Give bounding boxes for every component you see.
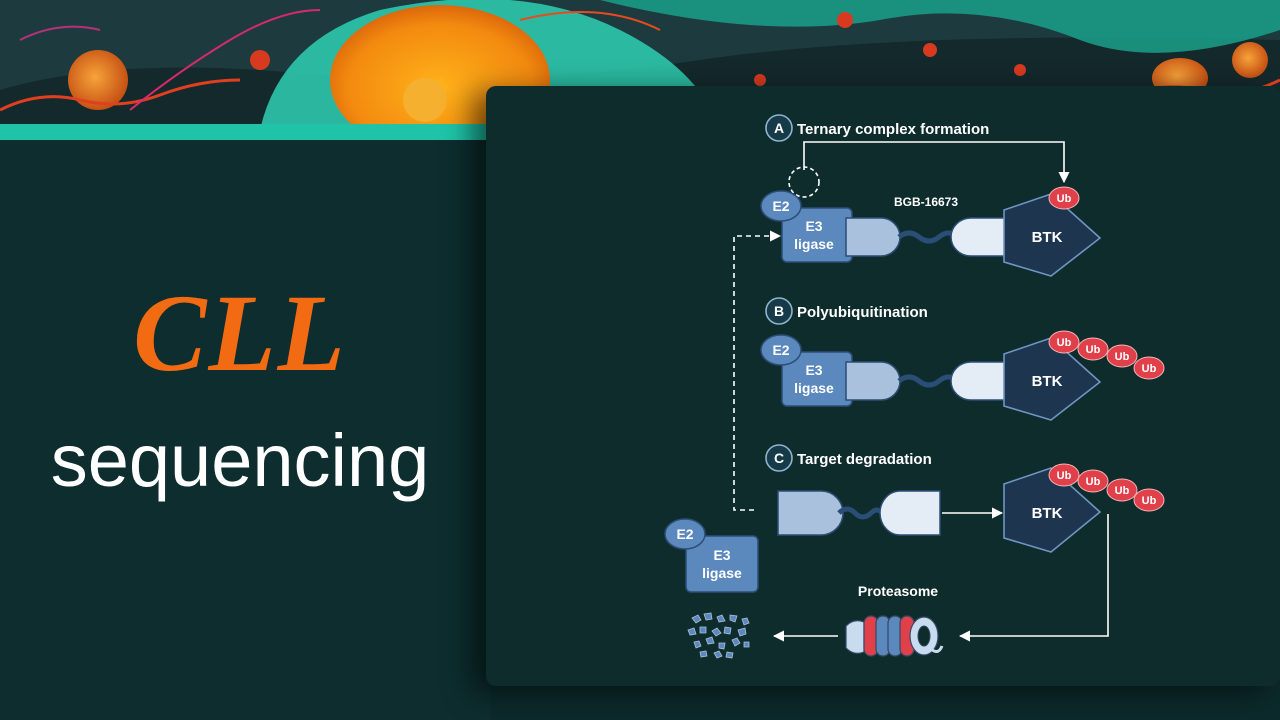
proteasome-icon [845,615,944,657]
step-c: C Target degradation [765,444,932,472]
e2-shape [760,334,802,366]
ubiquitin-tag [1106,344,1138,368]
btk-binding-ligand [879,490,941,536]
complex-a: E3 ligase E2 BGB-16673 BTK Ub [760,186,1102,277]
step-c-title: Target degradation [797,451,932,468]
released-e3-ligase: E3 ligase E2 [664,518,759,593]
step-b-badge [765,297,793,325]
degrader-linker [897,374,958,388]
to-proteasome-arrow [958,514,1109,642]
proteasome-label: Proteasome [858,583,938,599]
ub-label: Ub [1057,193,1072,205]
ubiquitin-tag [1048,186,1080,210]
e3-label-line1: E3 [713,547,730,563]
step-b-letter: B [774,303,784,319]
btk-binding-ligand [950,217,1007,257]
btk-protein [1003,337,1102,421]
e3-label-line2: ligase [794,380,834,396]
page-title: CLL [133,272,347,394]
degrader-linker [897,230,958,244]
ub-label: Ub [1142,363,1157,375]
released-degrader [777,490,941,536]
step-c-badge [765,444,793,472]
e2-shape [664,518,706,550]
ubiquitin-tag [1133,488,1165,512]
step-b-title: Polyubiquitination [797,304,928,321]
e3-label-line2: ligase [794,236,834,252]
btk-label: BTK [1032,505,1063,522]
e3-ligase-shape [685,535,759,593]
e2-shape [760,190,802,222]
ubiquitin-tag [1106,478,1138,502]
ubiquitin-tag [1077,337,1109,361]
step-a-letter: A [774,120,784,136]
ub-label: Ub [1115,351,1130,363]
e3-binding-ligand [845,217,901,257]
ubiquitin-tag [1048,330,1080,354]
step-a-badge [765,114,793,142]
accent-bar [0,124,490,140]
e2-label: E2 [676,526,693,542]
ub-label: Ub [1057,337,1072,349]
btk-binding-ligand [950,361,1007,401]
ub-site-dashed-circle [788,166,820,198]
e2-label: E2 [772,198,789,214]
page-subtitle: sequencing [50,419,430,502]
ub-label: Ub [1057,470,1072,482]
step-a-title: Ternary complex formation [797,121,989,138]
tagged-btk: BTK Ub Ub Ub Ub [1003,463,1165,553]
btk-protein [1003,193,1102,277]
recycle-dashed-arrow [733,230,782,511]
btk-label: BTK [1032,229,1063,246]
complex-b: E3 ligase E2 BTK Ub Ub Ub Ub [760,330,1165,421]
step-a: A Ternary complex formation [765,114,989,142]
ub-label: Ub [1142,495,1157,507]
cell-banner-image [0,0,1280,130]
peptide-fragments-icon [687,612,750,659]
ubiquitin-tag [1077,469,1109,493]
protac-mechanism-diagram: A Ternary complex formation E3 ligase E2… [664,114,1165,659]
step-b: B Polyubiquitination [765,297,928,325]
ub-label: Ub [1115,485,1130,497]
e3-binding-ligand [845,361,901,401]
e3-label-line1: E3 [805,218,822,234]
step-c-letter: C [774,450,784,466]
btk-label: BTK [1032,373,1063,390]
degrader-name: BGB-16673 [894,195,958,209]
ub-label: Ub [1086,476,1101,488]
left-panel [0,140,490,720]
e3-label-line2: ligase [702,565,742,581]
ub-label: Ub [1086,344,1101,356]
transfer-arrow [803,141,1070,184]
e3-binding-ligand [777,490,844,536]
btk-protein [1003,467,1102,553]
e2-label: E2 [772,342,789,358]
ubiquitin-tag [1133,356,1165,380]
e3-label-line1: E3 [805,362,822,378]
ubiquitin-tag [1048,463,1080,487]
degrader-linker [837,506,884,520]
